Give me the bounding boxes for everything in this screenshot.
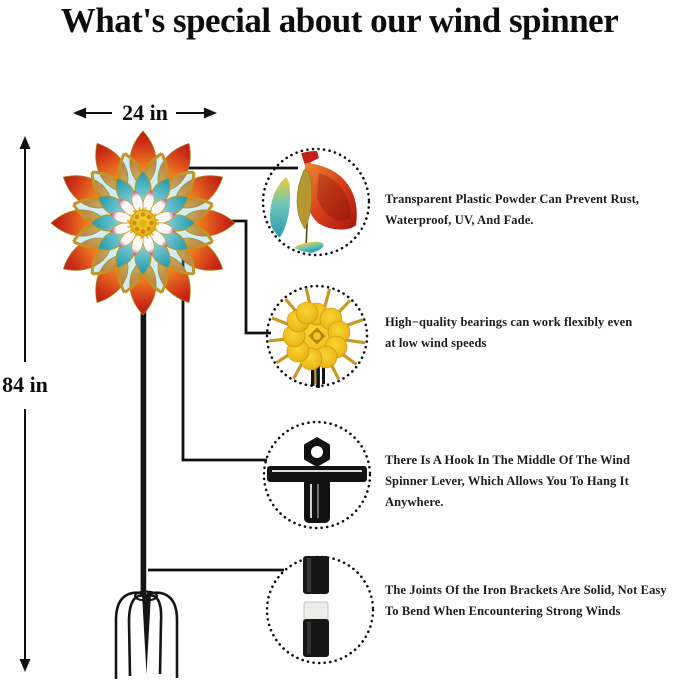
feature-text-anti-rust: Transparent Plastic Powder Can Prevent R…	[385, 192, 640, 227]
feature-text-hook: There Is A Hook In The Middle Of The Win…	[385, 453, 631, 509]
feature-text-bearings: High−quality bearings can work flexibly …	[385, 315, 633, 350]
page-title: What's special about our wind spinner	[60, 1, 619, 40]
feature-text-joints: The Joints Of the Iron Brackets Are Soli…	[385, 583, 667, 618]
callout-joint	[265, 555, 375, 665]
height-dimension-arrow	[19, 136, 31, 672]
width-dimension-arrow	[73, 107, 217, 119]
bearing-hub-icon	[268, 288, 366, 388]
hanging-hook-icon	[267, 437, 367, 523]
callout-blades	[261, 147, 371, 257]
pole-joint-icon	[303, 556, 329, 657]
width-dimension-label: 24 in	[122, 100, 168, 125]
spinner-blades-icon	[270, 151, 357, 253]
callout-hook	[262, 420, 372, 530]
height-dimension-label: 84 in	[0, 372, 53, 398]
spinner-pole	[114, 223, 179, 679]
wind-spinner-flower	[50, 130, 236, 316]
callout-bearing	[265, 284, 369, 388]
